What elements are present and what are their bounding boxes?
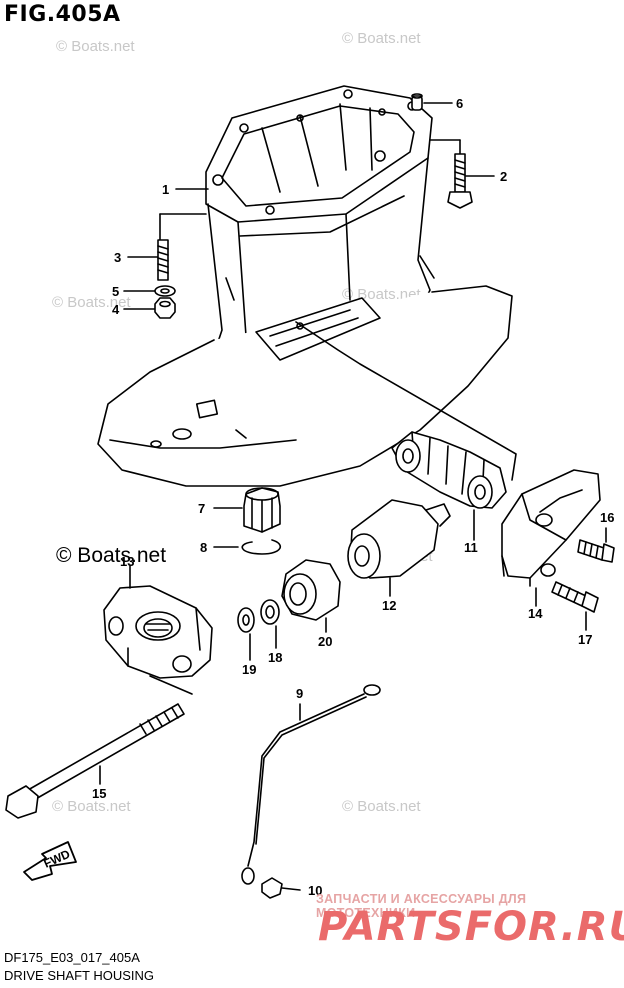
part-6-pin [411, 93, 423, 111]
callout-16: 16 [600, 510, 614, 525]
callout-13: 13 [120, 554, 134, 569]
callout-4: 4 [112, 302, 120, 317]
watermark: © Boats.net [52, 798, 131, 815]
part-12-bushing [347, 499, 451, 579]
part-2-bolt [447, 153, 473, 209]
shop-tagline: ЗАПЧАСТИ И АКСЕССУАРЫ ДЛЯ МОТОТЕХНИКИ [316, 892, 527, 920]
callout-2: 2 [500, 169, 507, 184]
figure-title: FIG.405A [4, 2, 121, 27]
callout-10: 10 [308, 883, 322, 898]
watermark: © Boats.net [342, 30, 421, 47]
part-15-long-bolt [5, 703, 185, 819]
part-17-bolt [551, 581, 599, 613]
part-3-stud [157, 239, 169, 281]
part-19-washer [237, 607, 255, 633]
callout-6: 6 [456, 96, 463, 111]
callout-5: 5 [112, 284, 119, 299]
callout-19: 19 [242, 662, 256, 677]
callout-1: 1 [162, 182, 169, 197]
callout-9: 9 [296, 686, 303, 701]
part-5-washer [154, 285, 176, 297]
part-16-bolt [577, 539, 615, 563]
callout-11: 11 [464, 540, 478, 555]
watermark-large: © Boats.net [56, 544, 167, 567]
shop-logo: PARTSFOR.RU [318, 904, 624, 950]
callout-7: 7 [198, 501, 205, 516]
watermark: © Boats.net [342, 798, 421, 815]
figure-code: DF175_E03_017_405A [4, 950, 140, 965]
callout-12: 12 [382, 598, 396, 613]
callout-15: 15 [92, 786, 106, 801]
part-4-nut [154, 297, 176, 319]
part-8-circlip [241, 539, 282, 555]
part-13-clamp [103, 585, 213, 679]
watermark: © Boats.net [56, 38, 135, 55]
figure-name: DRIVE SHAFT HOUSING [4, 968, 155, 983]
part-7-nut [243, 487, 281, 533]
part-20-bushing [281, 559, 341, 621]
part-18-washer [260, 599, 280, 625]
part-14-bracket [501, 469, 601, 587]
callout-3: 3 [114, 250, 121, 265]
callout-17: 17 [578, 632, 592, 647]
fwd-label: FWD [42, 847, 73, 871]
fwd-arrow-icon [23, 841, 77, 881]
callout-18: 18 [268, 650, 282, 665]
part-9-ground-wire [241, 684, 381, 885]
callout-8: 8 [200, 540, 207, 555]
part-10-screw [261, 877, 301, 899]
watermark: © Boats.net [52, 294, 131, 311]
callout-14: 14 [528, 606, 543, 621]
part-11-mount-rubber [391, 431, 507, 509]
callout-20: 20 [318, 634, 332, 649]
